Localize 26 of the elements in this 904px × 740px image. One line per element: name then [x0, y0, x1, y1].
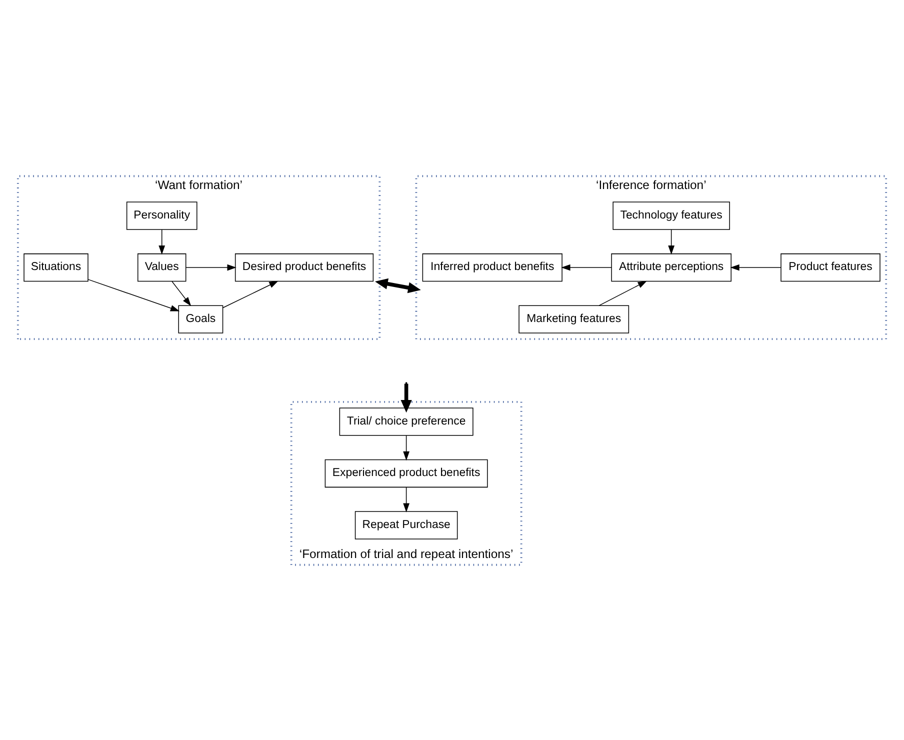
arrow	[374, 278, 421, 293]
node-box: Marketing features	[518, 304, 630, 333]
arrow	[222, 280, 278, 308]
arrow	[172, 280, 192, 306]
node-box: Values	[137, 252, 186, 282]
node-box: Technology features	[612, 201, 730, 230]
arrow	[158, 228, 166, 254]
node-box: Product features	[780, 252, 880, 282]
node-box: Repeat Purchase	[354, 510, 458, 539]
arrow	[186, 264, 236, 270]
node-box: Desired product benefits	[234, 252, 374, 282]
arrow	[561, 264, 612, 270]
node-box: Experienced product benefits	[324, 458, 488, 488]
node-box: Situations	[24, 252, 88, 282]
arrow	[668, 228, 675, 254]
arrow	[403, 434, 410, 460]
node-box: Trial/ choice preference	[339, 407, 474, 436]
node-box: Inferred product benefits	[422, 252, 562, 282]
node-box: Goals	[178, 304, 224, 333]
arrow	[88, 278, 180, 311]
arrow	[400, 383, 412, 412]
arrow	[730, 264, 782, 270]
arrow	[598, 280, 647, 306]
node-box: Personality	[126, 201, 198, 230]
node-box: Attribute perceptions	[611, 252, 732, 282]
arrow	[403, 486, 410, 512]
